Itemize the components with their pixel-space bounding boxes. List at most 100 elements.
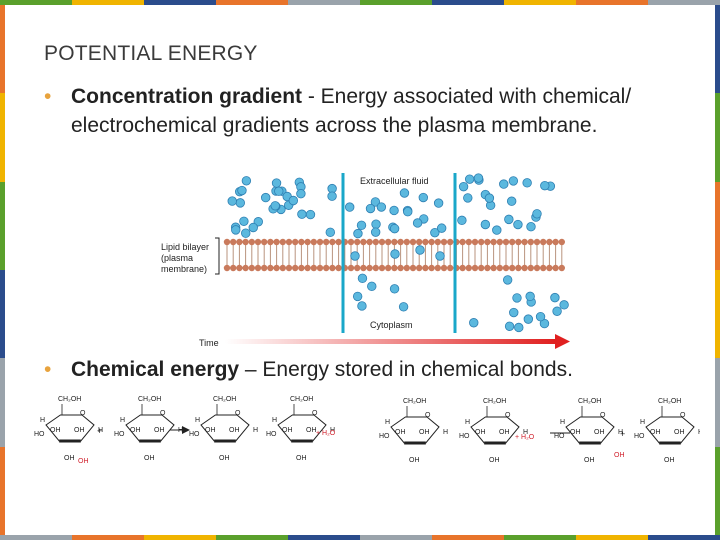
lipid-head xyxy=(533,238,541,246)
solute-molecule xyxy=(371,219,381,229)
lipid-head xyxy=(533,264,541,272)
lipid-head xyxy=(354,264,361,272)
lipid-head xyxy=(248,238,255,246)
lipid-head xyxy=(323,238,330,246)
chem-label: OH xyxy=(594,429,605,436)
solute-molecule xyxy=(532,209,542,219)
solute-molecule xyxy=(492,225,502,235)
chem-label: H xyxy=(465,419,470,426)
membrane-gradient-figure: Extracellular fluid Lipid bilayer (plasm… xyxy=(161,173,570,349)
lipid-head xyxy=(484,238,491,246)
lipid-head xyxy=(366,238,373,246)
lipid-head xyxy=(273,264,280,272)
solute-molecule xyxy=(480,219,491,230)
bullet-text: - Energy associated with chemical/ elect… xyxy=(71,85,632,137)
lipid-head xyxy=(329,238,336,246)
lipid-head xyxy=(230,264,237,272)
solute-molecule xyxy=(350,251,360,261)
solute-molecule xyxy=(353,228,363,239)
lipid-head xyxy=(471,238,479,246)
bullet-concentration-gradient: • Concentration gradient - Energy associ… xyxy=(44,82,684,140)
chem-label: HO xyxy=(266,431,277,438)
solute-molecule xyxy=(430,227,440,238)
lipid-head xyxy=(416,238,423,246)
solute-molecule xyxy=(469,318,479,328)
chem-label: OH xyxy=(475,429,486,436)
chem-label: H xyxy=(618,429,623,436)
chem-label: OH xyxy=(78,458,89,465)
solute-molecule xyxy=(463,193,473,203)
lipid-head xyxy=(552,238,559,246)
lipid-head xyxy=(285,238,293,246)
chem-label: + xyxy=(97,426,102,436)
right-color-stripe xyxy=(715,5,720,535)
chem-label: O xyxy=(312,410,318,417)
lipid-head xyxy=(261,238,268,246)
lipid-head xyxy=(254,264,262,272)
solute-molecule xyxy=(522,178,532,188)
lipid-head xyxy=(422,238,429,246)
solute-molecule xyxy=(327,191,337,201)
chem-label: OH xyxy=(650,429,661,436)
solute-molecule xyxy=(297,209,307,219)
solute-molecule xyxy=(458,181,469,192)
lipid-head xyxy=(540,264,547,272)
solute-molecule xyxy=(535,311,546,322)
solute-molecule xyxy=(352,291,363,302)
solute-molecule xyxy=(525,291,535,302)
solute-molecule xyxy=(390,249,400,259)
solute-molecule xyxy=(435,251,445,261)
solute-molecule xyxy=(370,197,381,207)
chem-label: H xyxy=(253,427,258,434)
lipid-head xyxy=(509,238,516,246)
molecule-group xyxy=(227,173,569,333)
chem-label: OH xyxy=(50,427,61,434)
lipid-head xyxy=(403,238,410,246)
lipid-head xyxy=(515,264,522,272)
lipid-head xyxy=(329,264,336,272)
lipid-head xyxy=(521,264,528,272)
lipid-head xyxy=(434,238,441,246)
solute-molecule xyxy=(415,245,425,255)
lipid-head xyxy=(440,238,448,246)
solute-molecule xyxy=(370,227,381,237)
chem-label: OH xyxy=(306,427,317,434)
lipid-head xyxy=(354,238,361,246)
solute-molecule xyxy=(237,185,247,196)
lipid-head xyxy=(403,264,410,272)
lipid-head xyxy=(292,238,299,246)
solute-molecule xyxy=(325,227,336,238)
solute-molecule xyxy=(540,180,550,191)
lipid-head xyxy=(366,264,373,272)
lipid-head xyxy=(279,238,286,246)
time-arrow-head xyxy=(555,334,570,349)
lipid-head xyxy=(391,264,398,272)
solute-molecule xyxy=(274,186,284,196)
chem-label: H xyxy=(272,417,277,424)
chem-label: CH₂OH xyxy=(213,396,236,403)
lipid-head xyxy=(478,264,485,272)
chem-label: OH xyxy=(614,452,625,459)
bullet-term: Concentration gradient xyxy=(71,85,303,108)
lipid-head xyxy=(378,238,386,246)
lipid-label-line1: Lipid bilayer xyxy=(161,242,209,252)
chem-label: HO xyxy=(634,433,645,440)
chem-label: H xyxy=(560,419,565,426)
solute-molecule xyxy=(389,284,400,294)
lipid-head xyxy=(558,238,565,246)
lipid-head xyxy=(273,238,280,246)
lipid-head xyxy=(316,238,324,246)
solute-molecule xyxy=(457,215,467,226)
solute-molecule xyxy=(508,176,519,186)
chem-label: H xyxy=(120,417,125,424)
chem-label: O xyxy=(80,410,86,417)
chem-label: O xyxy=(505,412,511,419)
solute-molecule xyxy=(552,306,562,316)
solute-molecule xyxy=(241,176,252,186)
lipid-head xyxy=(428,238,435,246)
chem-label: + H₂O xyxy=(316,430,336,437)
chem-label: O xyxy=(680,412,686,419)
chem-label: OH xyxy=(219,455,230,462)
lipid-head xyxy=(416,264,423,272)
lipid-head xyxy=(279,264,286,272)
